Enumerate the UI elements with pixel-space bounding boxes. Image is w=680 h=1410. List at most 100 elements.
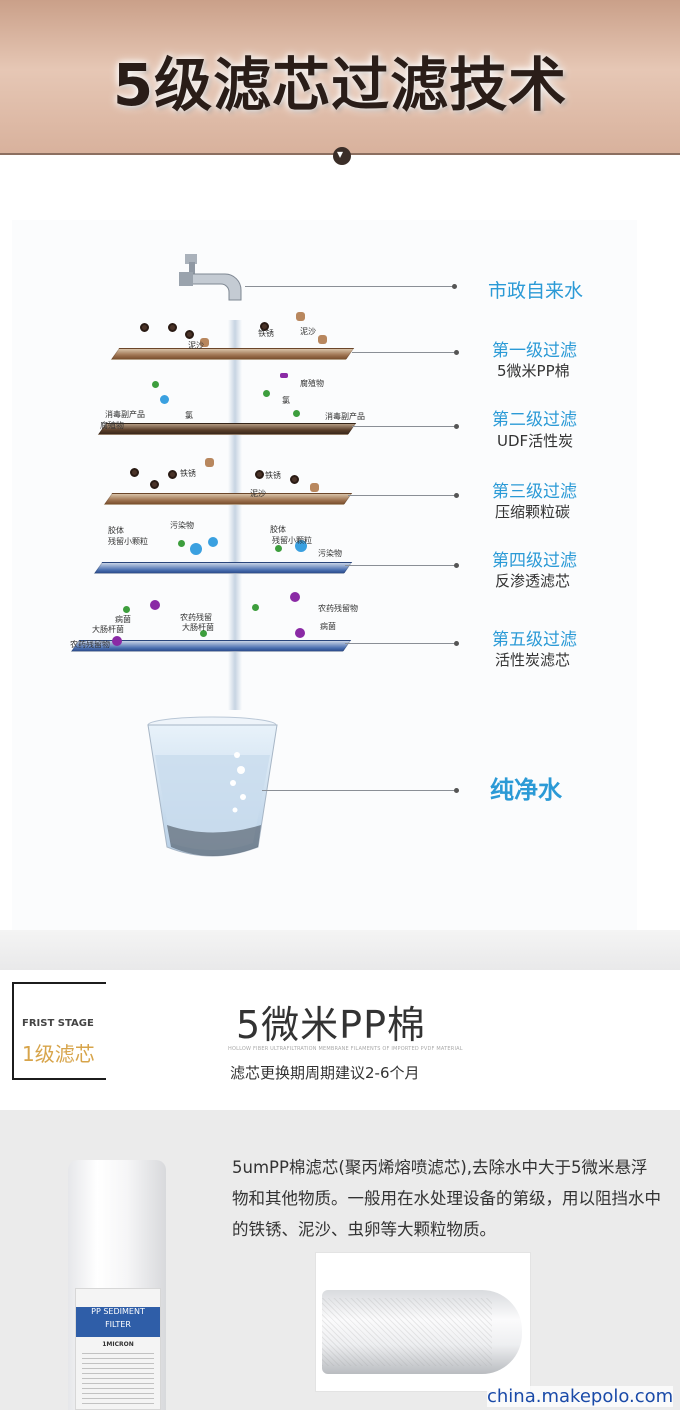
stage4-title: 第四级过滤: [492, 551, 577, 571]
label-wu-ran: 污染物: [170, 521, 194, 530]
rust-particle-icon: [130, 468, 139, 477]
rust-particle-icon: [168, 470, 177, 479]
label-wu-ran-2: 污染物: [318, 549, 342, 558]
leader-line-stage5: [345, 641, 459, 646]
pollutant-particle-icon: [275, 545, 282, 552]
pesticide-particle-icon: [252, 604, 259, 611]
source-label: 市政自来水: [488, 280, 584, 302]
cartridge-label-line1: PP SEDIMENT: [91, 1307, 145, 1316]
scroll-down-icon: [333, 147, 351, 165]
cartridge-label-band: [76, 1307, 160, 1337]
bacteria-icon: [112, 636, 122, 646]
stage5-title: 第五级过滤: [492, 630, 577, 650]
label-lv-2: 氯: [282, 396, 290, 405]
stage-badge-english: FRIST STAGE: [22, 1018, 94, 1029]
replacement-cycle: 滤芯更换期周期建议2-6个月: [230, 1064, 420, 1082]
leader-line-output: [262, 788, 459, 793]
humus-particle-icon: [293, 410, 300, 417]
cartridge-label-line3: 1MICRON: [102, 1341, 134, 1348]
cartridge-closeup-image: [322, 1290, 522, 1374]
label-xiao-du: 消毒副产品: [105, 410, 145, 419]
stage3-title: 第三级过滤: [492, 482, 577, 502]
label-bing-jun-2: 病菌: [320, 622, 336, 631]
byproduct-particle-icon: [280, 373, 288, 378]
stage-badge-chinese: 1级滤芯: [22, 1042, 95, 1066]
filter-layer-2: [97, 423, 357, 435]
stage3-sub: 压缩颗粒碳: [495, 503, 571, 521]
label-xiao-du-2: 消毒副产品: [325, 412, 365, 421]
watermark: china.makepolo.com: [487, 1386, 674, 1407]
sand-particle-icon: [318, 335, 327, 344]
banner-title: 5级滤芯过滤技术: [112, 51, 568, 119]
label-tie-xiu-4: 铁锈: [265, 471, 281, 480]
colloid-particle-icon: [295, 540, 307, 552]
leader-line-stage4: [345, 563, 459, 568]
pp-cotton-title: 5微米PP棉: [236, 1003, 427, 1047]
water-stream: [228, 320, 242, 710]
label-ni-sha-3: 泥沙: [250, 489, 266, 498]
stage2-sub: UDF活性炭: [497, 432, 574, 450]
pollutant-particle-icon: [178, 540, 185, 547]
bacteria-icon: [295, 628, 305, 638]
label-lv: 氯: [185, 411, 193, 420]
bacteria-icon: [290, 592, 300, 602]
header-banner: 5级滤芯过滤技术: [0, 0, 680, 155]
cartridge-label: PP SEDIMENT FILTER 1MICRON: [75, 1288, 161, 1410]
rust-particle-icon: [185, 330, 194, 339]
chlorine-molecule-icon: [160, 395, 169, 404]
pesticide-particle-icon: [200, 630, 207, 637]
label-fu-zhi-wu-2: 腐殖物: [100, 421, 124, 430]
stage1-title: 第一级过滤: [492, 341, 577, 361]
leader-line-source: [245, 284, 457, 289]
label-ni-sha-2: 泥沙: [188, 341, 204, 350]
label-da-chang-2: 大肠杆菌: [182, 623, 214, 632]
label-tie-xiu-3: 铁锈: [180, 469, 196, 478]
label-jiao-ti-2: 胶体: [270, 525, 286, 534]
filter-layer-1: [110, 348, 355, 360]
bacteria-icon: [150, 600, 160, 610]
rust-particle-icon: [150, 480, 159, 489]
colloid-particle-icon: [208, 537, 218, 547]
stage5-sub: 活性炭滤芯: [495, 651, 571, 669]
sand-particle-icon: [200, 338, 209, 347]
sand-particle-icon: [205, 458, 214, 467]
label-bing-jun: 病菌: [115, 615, 131, 624]
stage2-title: 第二级过滤: [492, 410, 577, 430]
sand-particle-icon: [296, 312, 305, 321]
rust-particle-icon: [290, 475, 299, 484]
leader-line-stage3: [348, 493, 459, 498]
faucet-icon: [179, 254, 242, 301]
colloid-particle-icon: [190, 543, 202, 555]
cartridge-label-line2: FILTER: [105, 1320, 131, 1329]
pp-english-subline: HOLLOW FIBER ULTRAFILTRATION MEMBRANE FI…: [228, 1046, 463, 1052]
label-nong-yao-wu: 农药残留物: [70, 640, 110, 649]
rust-particle-icon: [260, 322, 269, 331]
humus-particle-icon: [152, 381, 159, 388]
filter-layer-3: [103, 493, 353, 505]
stage4-sub: 反渗透滤芯: [495, 572, 571, 590]
label-can-liu: 残留小颗粒: [108, 537, 148, 546]
output-label: 纯净水: [490, 776, 562, 804]
rust-particle-icon: [140, 323, 149, 332]
rust-particle-icon: [168, 323, 177, 332]
label-ni-sha: 泥沙: [300, 327, 316, 336]
label-can-liu-2: 残留小颗粒: [272, 536, 312, 545]
label-jiao-ti: 胶体: [108, 526, 124, 535]
humus-particle-icon: [263, 390, 270, 397]
label-nong-yao: 农药残留: [180, 613, 212, 622]
stage-badge-frame: [12, 982, 106, 1080]
stage1-sub: 5微米PP棉: [497, 362, 570, 380]
label-nong-yao-wu-2: 农药残留物: [318, 604, 358, 613]
label-da-chang: 大肠杆菌: [92, 625, 124, 634]
pesticide-particle-icon: [123, 606, 130, 613]
leader-line-stage2: [352, 424, 459, 429]
filter-layer-4: [93, 562, 353, 574]
rust-particle-icon: [255, 470, 264, 479]
label-tie-xiu: 铁锈: [258, 329, 274, 338]
pp-description: 5umPP棉滤芯(聚丙烯熔喷滤芯),去除水中大于5微米悬浮物和其他物质。一般用在…: [232, 1158, 661, 1239]
cartridge-fine-print: [82, 1353, 154, 1405]
leader-line-stage1: [352, 350, 459, 355]
sand-particle-icon: [310, 483, 319, 492]
water-glass-icon: [147, 716, 278, 857]
section-separator: [0, 930, 680, 970]
